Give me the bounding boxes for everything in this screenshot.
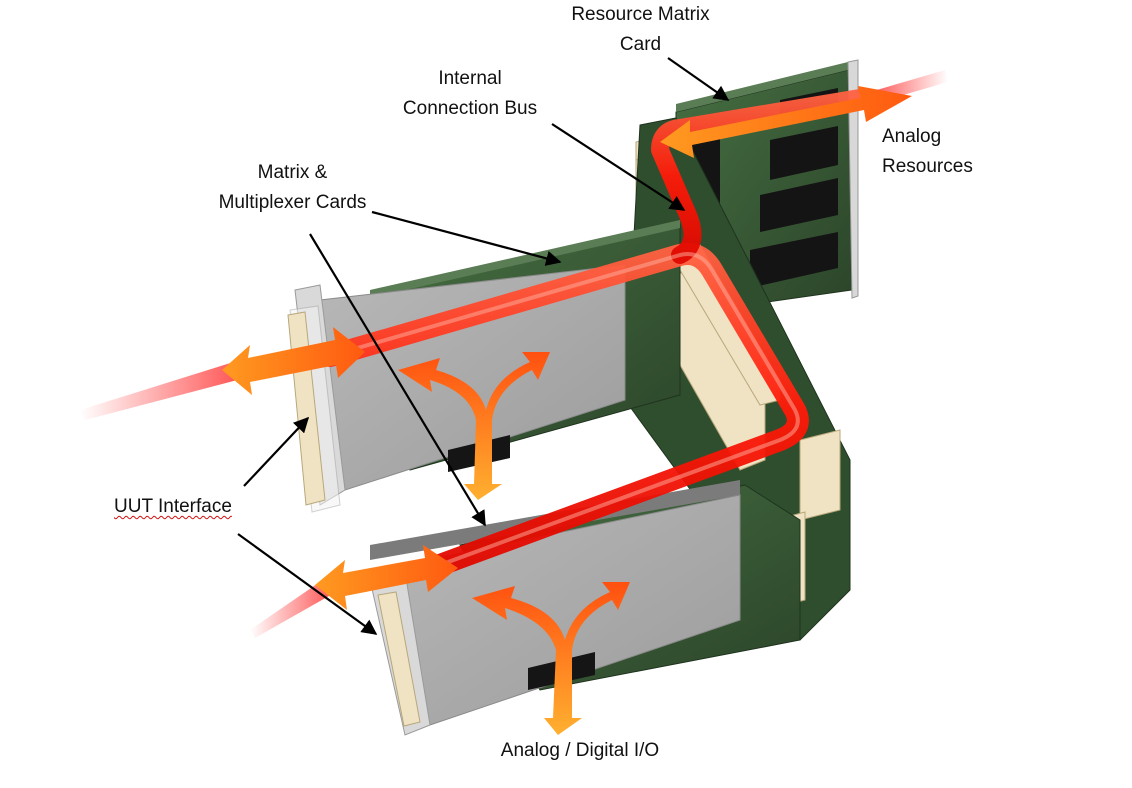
- label-line: Multiplexer Cards: [218, 192, 367, 213]
- label-analog-resources: Analog Resources: [882, 122, 1002, 182]
- analog-resources-arrow: [660, 86, 912, 158]
- label-line: Analog / Digital I/O: [500, 740, 660, 761]
- upper-uut-arrow: [222, 327, 365, 395]
- label-internal-connection-bus: Internal Connection Bus: [395, 64, 545, 124]
- label-line: Analog: [882, 126, 942, 147]
- upper-io-split-arrow: [398, 352, 550, 500]
- leader-uut-upper: [243, 416, 310, 487]
- label-matrix-multiplexer-cards: Matrix & Multiplexer Cards: [210, 158, 375, 218]
- leader-matrix-cards-upper: [371, 210, 562, 266]
- label-line: Card: [619, 34, 662, 55]
- leader-resource-matrix-card: [667, 57, 730, 101]
- label-line: Internal: [438, 68, 502, 89]
- internal-connection-bus: [319, 89, 869, 576]
- label-line: Matrix &: [257, 162, 328, 183]
- bidirectional-arrows: [222, 86, 912, 610]
- lower-uut-connector: [377, 591, 421, 727]
- leader-uut-lower: [237, 533, 378, 635]
- label-line: Resource Matrix: [571, 4, 710, 25]
- lower-io-split-arrow: [472, 582, 630, 735]
- leader-matrix-cards-lower: [309, 233, 486, 527]
- label-analog-digital-io: Analog / Digital I/O: [490, 736, 670, 766]
- label-line: Connection Bus: [402, 98, 538, 119]
- callout-lines: [237, 57, 730, 635]
- lower-uut-arrow: [315, 545, 458, 610]
- leader-internal-connection-bus: [551, 123, 686, 211]
- label-uut-interface: UUT Interface: [114, 492, 254, 522]
- label-resource-matrix-card: Resource Matrix Card: [558, 0, 723, 60]
- label-line: UUT Interface: [114, 496, 232, 517]
- label-line: Resources: [882, 156, 973, 177]
